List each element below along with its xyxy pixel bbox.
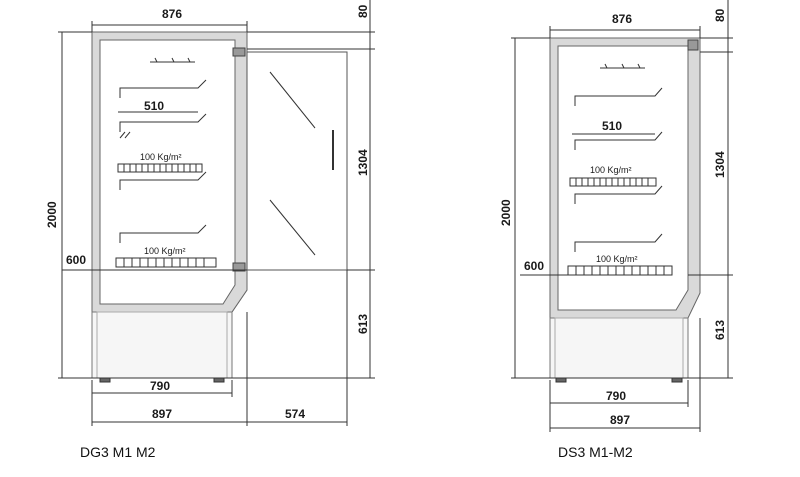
right-load-label-lower: 100 Kg/m²: [596, 254, 638, 264]
left-load-label-upper: 100 Kg/m²: [140, 152, 182, 162]
right-dim-inner-bottom: 790: [606, 389, 626, 403]
left-dim-height-total: 2000: [45, 201, 59, 228]
right-dim-shelf-depth: 510: [602, 119, 622, 133]
left-dim-base-depth: 600: [66, 253, 86, 267]
left-dim-shelf-depth: 510: [144, 99, 164, 113]
left-load-label-lower: 100 Kg/m²: [144, 246, 186, 256]
left-dim-door-swing: 574: [285, 407, 305, 421]
left-dim-top-height: 80: [356, 4, 370, 18]
left-model-caption: DG3 M1 M2: [80, 444, 156, 460]
right-dimension-lines: [511, 0, 733, 432]
right-dim-height-total: 2000: [499, 199, 513, 226]
right-load-label-upper: 100 Kg/m²: [590, 165, 632, 175]
right-dim-base-depth: 600: [524, 259, 544, 273]
left-dim-base-height: 613: [356, 314, 370, 334]
right-model-caption: DS3 M1-M2: [558, 444, 633, 460]
right-dim-door-height: 1304: [713, 151, 727, 178]
right-dim-outer-bottom: 897: [610, 413, 630, 427]
right-cabinet: [549, 37, 701, 383]
left-cabinet: [91, 31, 348, 383]
left-dim-width-top: 876: [162, 7, 182, 21]
right-dim-width-top: 876: [612, 12, 632, 26]
right-dim-top-height: 80: [713, 8, 727, 22]
left-dim-outer-bottom: 897: [152, 407, 172, 421]
left-dim-inner-bottom: 790: [150, 379, 170, 393]
left-dim-door-height: 1304: [356, 149, 370, 176]
right-dim-base-height: 613: [713, 320, 727, 340]
left-dimension-lines: [58, 0, 375, 426]
